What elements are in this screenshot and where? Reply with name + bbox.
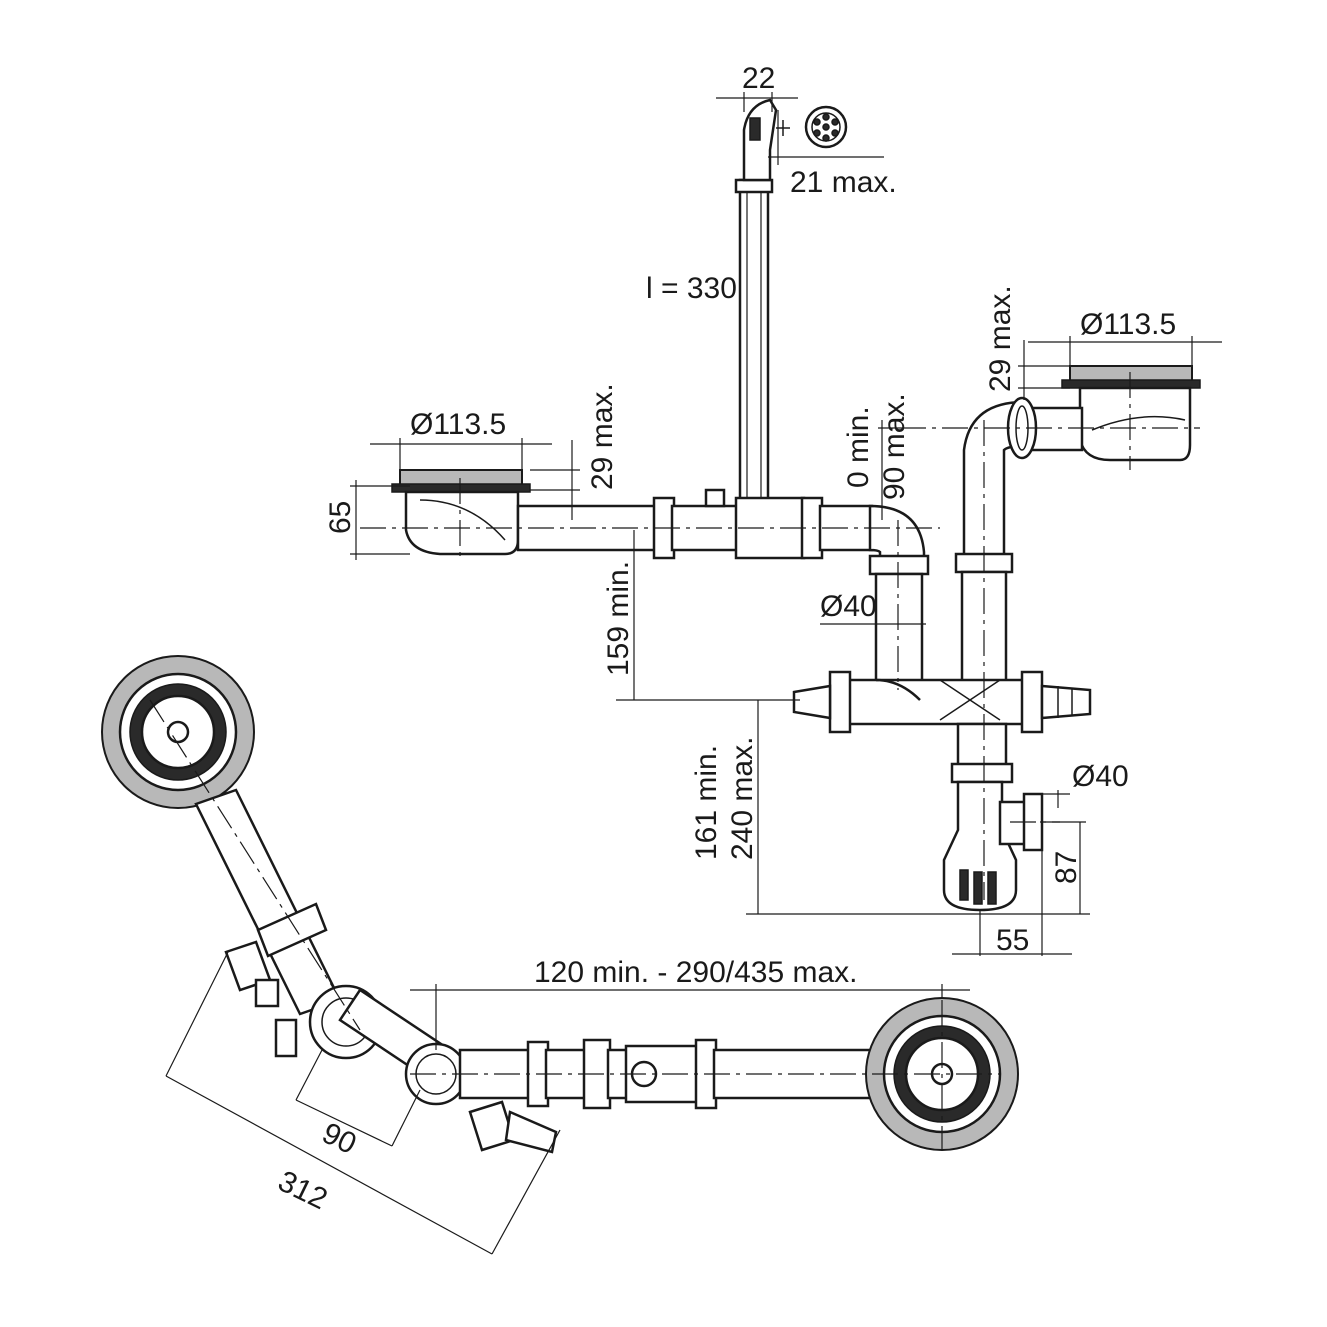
overflow-length-label: l = 330 (646, 272, 737, 305)
trap-body (942, 722, 1044, 912)
right-basket-height-label: 29 max. (984, 285, 1017, 392)
outlet-offset-label: 55 (996, 924, 1029, 957)
overflow-width-label: 22 (742, 62, 775, 95)
overflow-grille-icon (804, 105, 848, 149)
angled-long-label: 312 (273, 1165, 332, 1217)
drop-min-label: 159 min. (602, 561, 635, 676)
overflow-tube (734, 98, 790, 512)
left-basket-height-label: 29 max. (586, 383, 619, 490)
left-horizontal-pipe (516, 488, 874, 560)
trap-height-max-label: 240 max. (726, 737, 759, 860)
pipe-diameter-top-label: Ø40 (820, 590, 877, 623)
right-basket-diameter-label: Ø113.5 (1080, 308, 1176, 341)
trap-junction (792, 670, 1092, 734)
span-range-label: 120 min. - 290/435 max. (534, 956, 858, 989)
outlet-diameter-label: Ø40 (1072, 760, 1129, 793)
trap-height-min-label: 161 min. (690, 745, 723, 860)
right-basket-strainer (1061, 365, 1201, 462)
middle-vertical-pipe (868, 554, 930, 686)
left-depth-label: 65 (324, 501, 357, 534)
right-elbow (954, 396, 1084, 684)
angled-short-label: 90 (317, 1117, 361, 1161)
plan-left-strainer (101, 655, 255, 809)
outlet-height-label: 87 (1050, 851, 1083, 884)
left-basket-diameter-label: Ø113.5 (410, 408, 506, 441)
connector-offset-min-label: 0 min. (842, 406, 875, 488)
overflow-depth-label: 21 max. (790, 166, 897, 199)
connector-offset-max-label: 90 max. (878, 393, 911, 500)
left-basket-strainer (391, 469, 531, 556)
